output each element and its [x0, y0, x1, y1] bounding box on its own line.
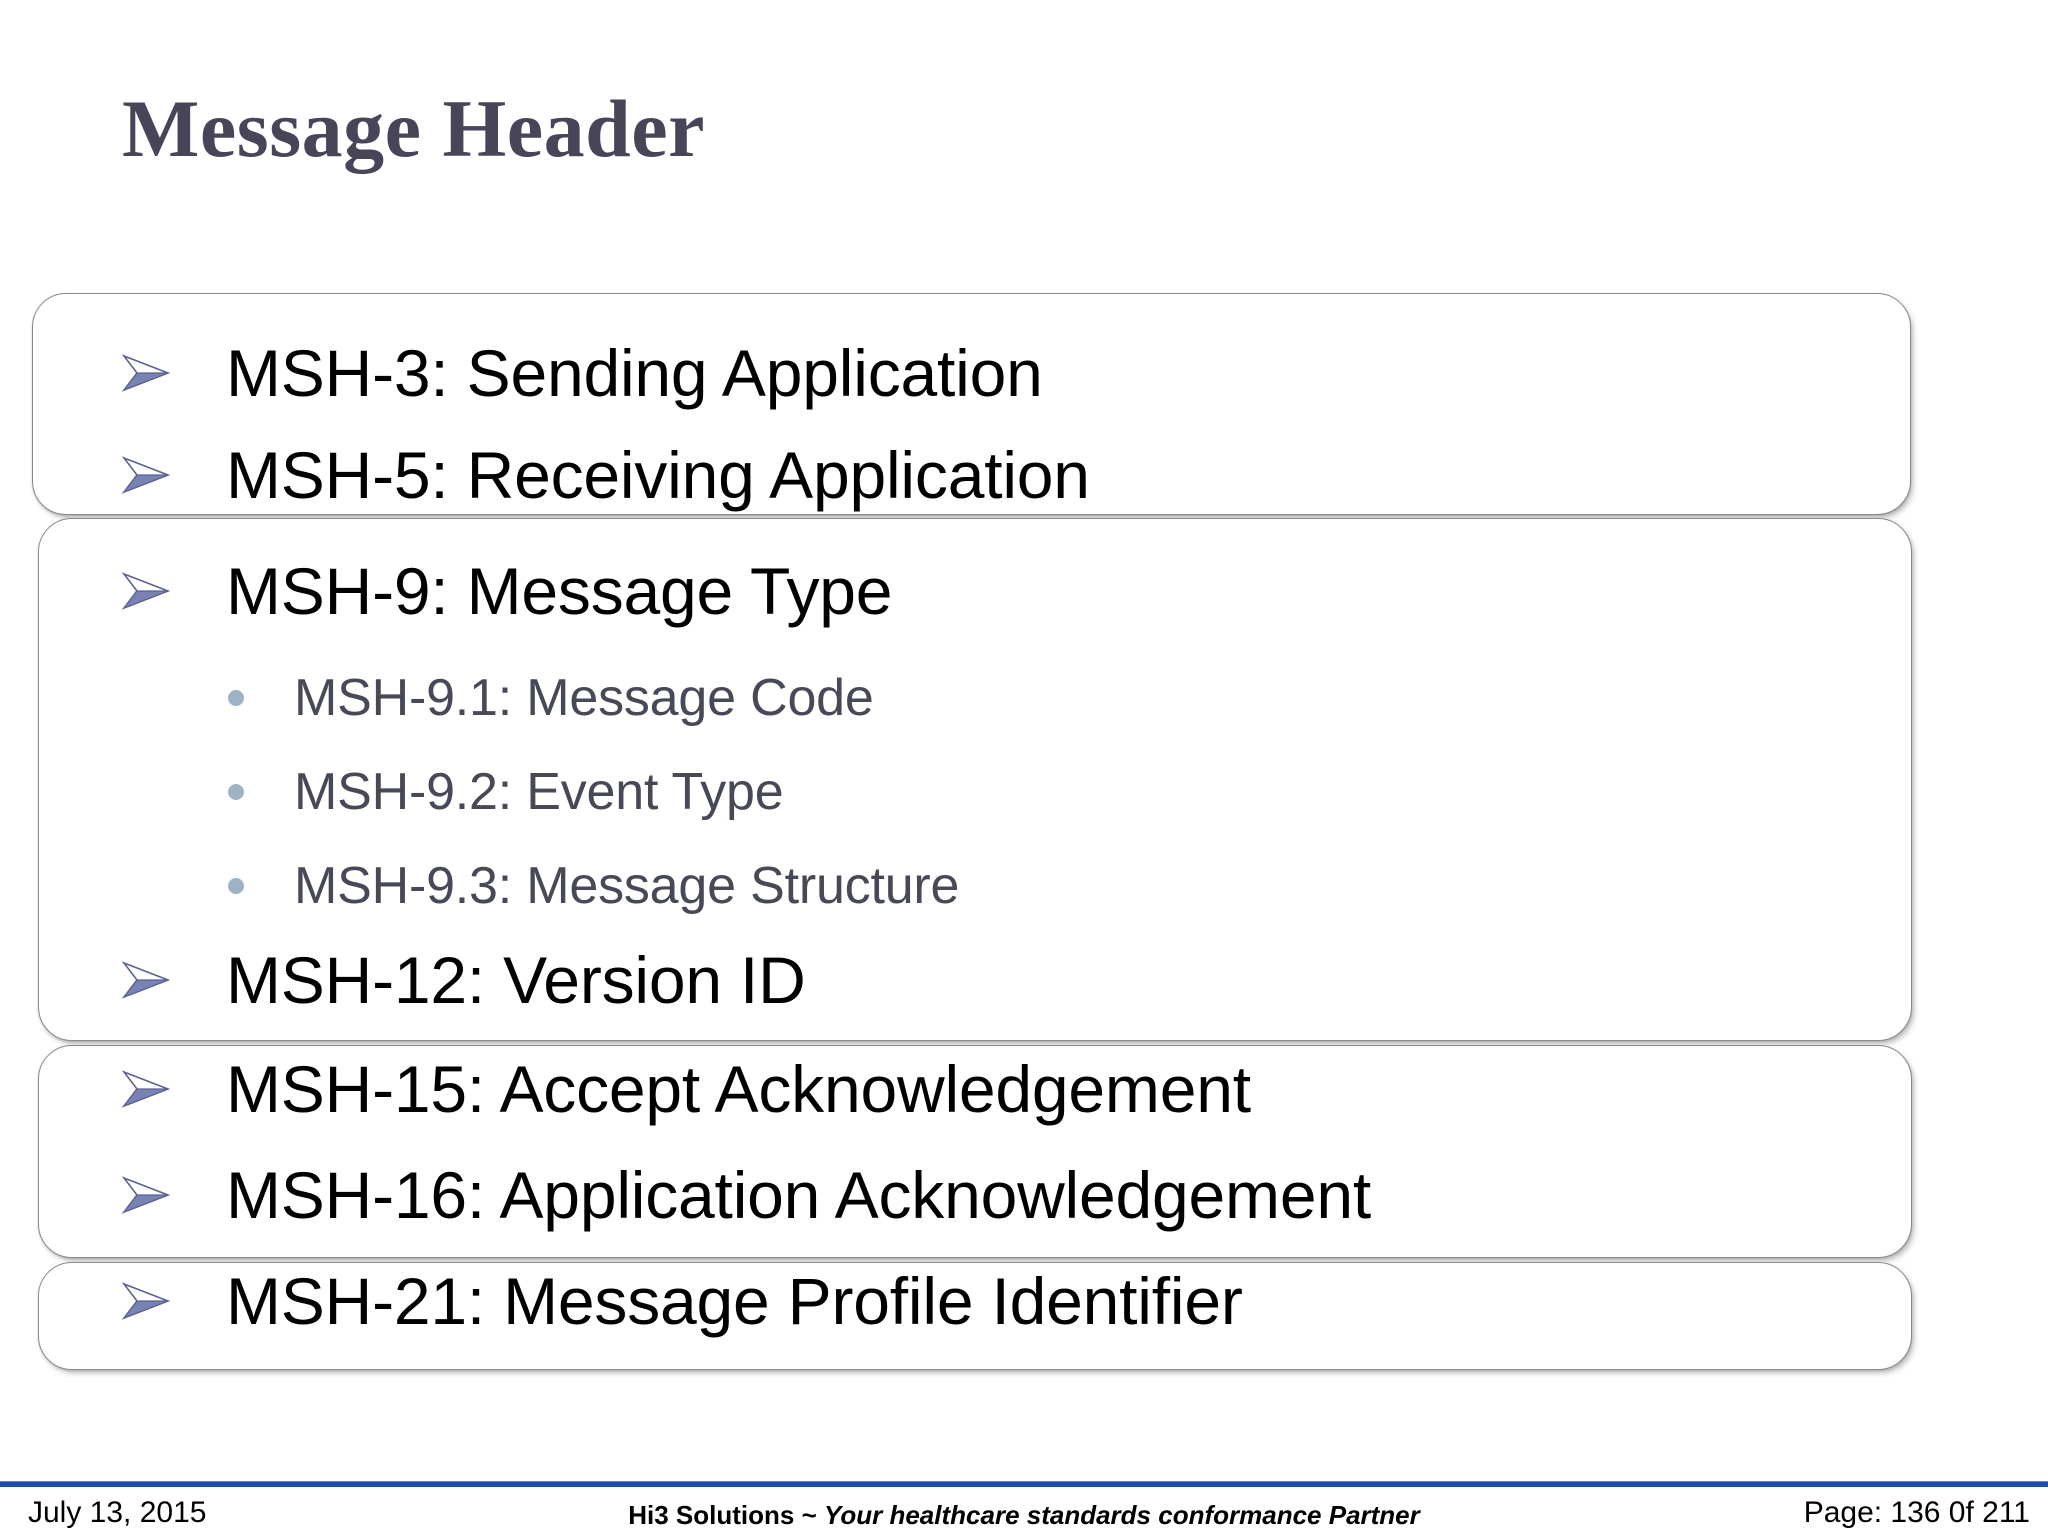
arrow-bullet-icon [121, 1176, 171, 1214]
list-item-label: MSH-9.3: Message Structure [294, 857, 960, 915]
list-item-label: MSH-12: Version ID [226, 943, 806, 1017]
list-item-label: MSH-9.2: Event Type [294, 763, 784, 821]
list-item: MSH-16: Application Acknowledgement [118, 1152, 1371, 1238]
arrow-bullet-icon [121, 961, 171, 999]
list-item: MSH-3: Sending Application [118, 330, 1043, 416]
footer-tagline: Your healthcare standards conformance Pa… [823, 1500, 1420, 1530]
page-title: Message Header [122, 83, 706, 174]
footer-date: July 13, 2015 [28, 1496, 207, 1529]
list-item-label: MSH-15: Accept Acknowledgement [226, 1052, 1251, 1126]
list-item: MSH-21: Message Profile Identifier [118, 1258, 1243, 1344]
arrow-bullet-icon [121, 1070, 171, 1108]
list-item-label: MSH-9: Message Type [226, 554, 893, 628]
list-item-label: MSH-16: Application Acknowledgement [226, 1158, 1371, 1232]
list-item: MSH-9.2: Event Type [228, 757, 784, 827]
list-item-label: MSH-21: Message Profile Identifier [226, 1264, 1243, 1338]
list-item: MSH-9: Message Type [118, 548, 892, 634]
arrow-bullet-icon [121, 1282, 171, 1320]
list-item: MSH-9.1: Message Code [228, 663, 874, 733]
list-item: MSH-15: Accept Acknowledgement [118, 1046, 1251, 1132]
bullet-list: MSH-3: Sending Application MSH-5: Receiv… [118, 330, 1371, 1344]
content-box-message-type [38, 518, 1912, 1041]
content-box-sending-receiving [32, 293, 1911, 515]
footer-company: Hi3 Solutions ~ [628, 1500, 824, 1530]
arrow-bullet-icon [121, 456, 171, 494]
arrow-bullet-icon [121, 572, 171, 610]
arrow-bullet-icon [121, 354, 171, 392]
dot-bullet-icon [228, 878, 244, 894]
dot-bullet-icon [228, 784, 244, 800]
footer-branding: Hi3 Solutions ~ Your healthcare standard… [0, 1500, 2048, 1531]
list-item-label: MSH-5: Receiving Application [226, 438, 1090, 512]
footer-divider [0, 1481, 2048, 1487]
list-item-label: MSH-3: Sending Application [226, 336, 1043, 410]
list-item: MSH-12: Version ID [118, 937, 806, 1023]
list-item: MSH-5: Receiving Application [118, 432, 1090, 518]
footer-page-number: Page: 136 0f 211 [1803, 1496, 2030, 1529]
content-box-acknowledgements [38, 1045, 1912, 1258]
list-item: MSH-9.3: Message Structure [228, 851, 959, 921]
footer: July 13, 2015 Hi3 Solutions ~ Your healt… [0, 1490, 2048, 1536]
list-item-label: MSH-9.1: Message Code [294, 669, 874, 727]
dot-bullet-icon [228, 690, 244, 706]
content-box-message-profile [38, 1262, 1912, 1370]
